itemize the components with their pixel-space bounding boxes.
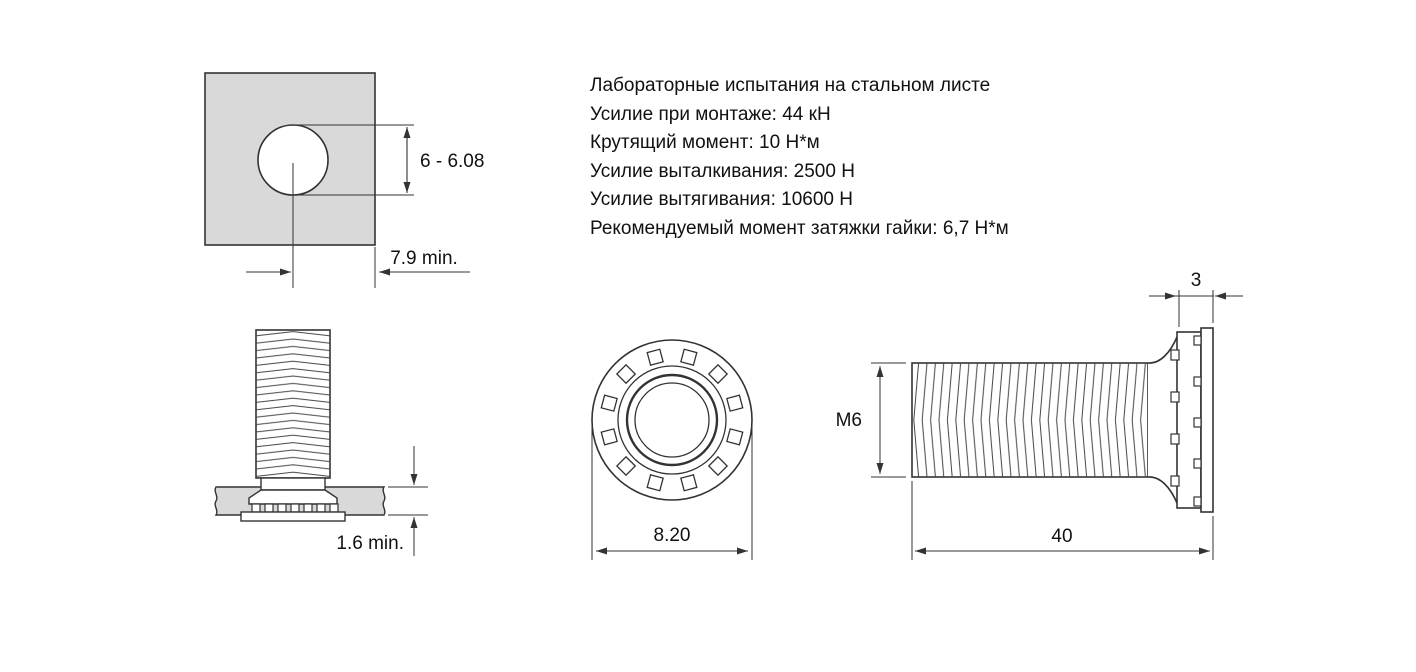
- flange-teeth-left: [1170, 349, 1180, 487]
- spec-line-mounting-force: Усилие при монтаже: 44 кН: [590, 103, 831, 125]
- dim-stud-length: [911, 481, 1214, 560]
- stud-base-washer: [240, 511, 346, 522]
- stud-side-view: 3 M6 40: [836, 270, 1243, 560]
- thread-major-circle: [625, 373, 719, 467]
- dim-edge-distance: [246, 163, 470, 288]
- stud-head-cap: [1200, 327, 1214, 513]
- dim-sheet-thickness: [388, 446, 428, 556]
- cap-serration-marks: [1193, 335, 1202, 507]
- spec-line-nut-torque: Рекомендуемый момент затяжки гайки: 6,7 …: [590, 217, 1009, 239]
- stud-serrations: [251, 503, 339, 513]
- dim-sheet-thickness-label: 1.6 min.: [336, 533, 404, 554]
- head-inner-ring: [617, 365, 727, 475]
- teeth-ring: [600, 348, 744, 492]
- stud-shank-threads: [256, 330, 330, 478]
- head-outer-circle: [591, 339, 753, 501]
- dim-hole-diameter-label: 6 - 6.08: [420, 151, 484, 172]
- stud-neck-bottom: [1147, 476, 1178, 504]
- stud-shank-threads-horizontal: [912, 363, 1148, 477]
- spec-title: Лабораторные испытания на стальном листе: [590, 75, 991, 96]
- dim-thread-size: [871, 362, 906, 478]
- stud-flange: [248, 489, 338, 505]
- plate-top-view: 6 - 6.08 7.9 min.: [204, 72, 484, 288]
- stud-neck-top: [1147, 336, 1178, 364]
- dim-stud-length-label: 40: [1051, 526, 1072, 547]
- dim-head-thickness-label: 3: [1191, 270, 1202, 291]
- stud-neck-fill: [1148, 337, 1177, 503]
- stud-head-top-view: 8.20: [591, 339, 753, 560]
- installed-stud-side-view: 1.6 min.: [214, 329, 428, 556]
- dim-edge-distance-label: 7.9 min.: [390, 248, 458, 269]
- spec-text-block: Лабораторные испытания на стальном листе…: [590, 72, 1350, 244]
- thread-minor-circle: [634, 382, 710, 458]
- dim-thread-size-label: M6: [836, 410, 862, 431]
- dim-hole-diameter: [296, 124, 414, 196]
- spec-line-pushout-force: Усилие выталкивания: 2500 Н: [590, 160, 855, 182]
- dim-flange-diameter-label: 8.20: [654, 525, 691, 546]
- dim-head-thickness: [1149, 290, 1243, 327]
- spec-line-pullout-force: Усилие вытягивания: 10600 Н: [590, 189, 853, 211]
- dim-flange-diameter: [591, 426, 753, 560]
- spec-line-torque: Крутящий момент: 10 Н*м: [590, 132, 820, 154]
- stud-collar: [260, 477, 326, 491]
